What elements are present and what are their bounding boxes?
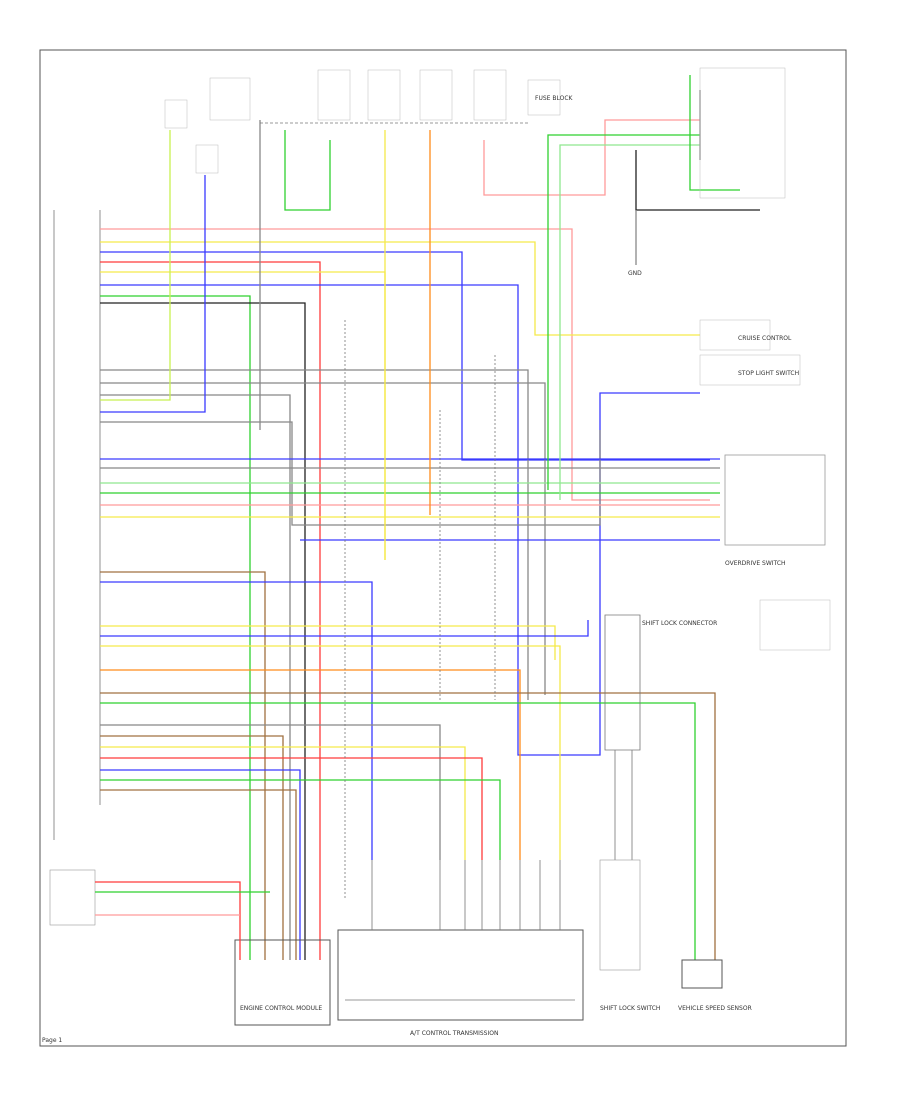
ecm-label: ENGINE CONTROL MODULE — [240, 1005, 322, 1012]
diagram-frame — [39, 49, 847, 1047]
shift-lock-connector-label: SHIFT LOCK CONNECTOR — [642, 620, 717, 627]
right-connectors — [699, 67, 831, 651]
top-labels — [164, 69, 561, 174]
shift-lock-switch-label: SHIFT LOCK SWITCH — [600, 1005, 660, 1012]
shift-lock-switch: SHIFT LOCK SWITCH — [599, 859, 660, 1012]
tcm-wires-lower — [100, 571, 716, 960]
vss-label: VEHICLE SPEED SENSOR — [678, 1005, 752, 1012]
ground-label: GND — [628, 270, 642, 277]
engine-control-module — [49, 869, 331, 1026]
fuse-block-label: FUSE BLOCK — [535, 95, 574, 102]
transmission-label: A/T CONTROL TRANSMISSION — [410, 1030, 498, 1037]
shift-lock-connector — [604, 614, 641, 860]
vehicle-speed-sensor: VEHICLE SPEED SENSOR — [678, 959, 752, 1012]
stop-light-switch-label: STOP LIGHT SWITCH — [738, 370, 799, 377]
overdrive-switch-label: OVERDRIVE SWITCH — [725, 560, 786, 567]
tcm-connector — [53, 210, 101, 840]
at-transmission[interactable]: A/T CONTROL TRANSMISSION — [337, 860, 584, 1037]
tcm-wires-top — [100, 228, 710, 960]
page-label: Page 1 — [42, 1037, 62, 1044]
cruise-control-label: CRUISE CONTROL — [738, 335, 792, 342]
mid-dashed — [344, 320, 496, 900]
tcm-wires-middle — [100, 421, 720, 541]
top-feed-wires — [100, 75, 760, 560]
